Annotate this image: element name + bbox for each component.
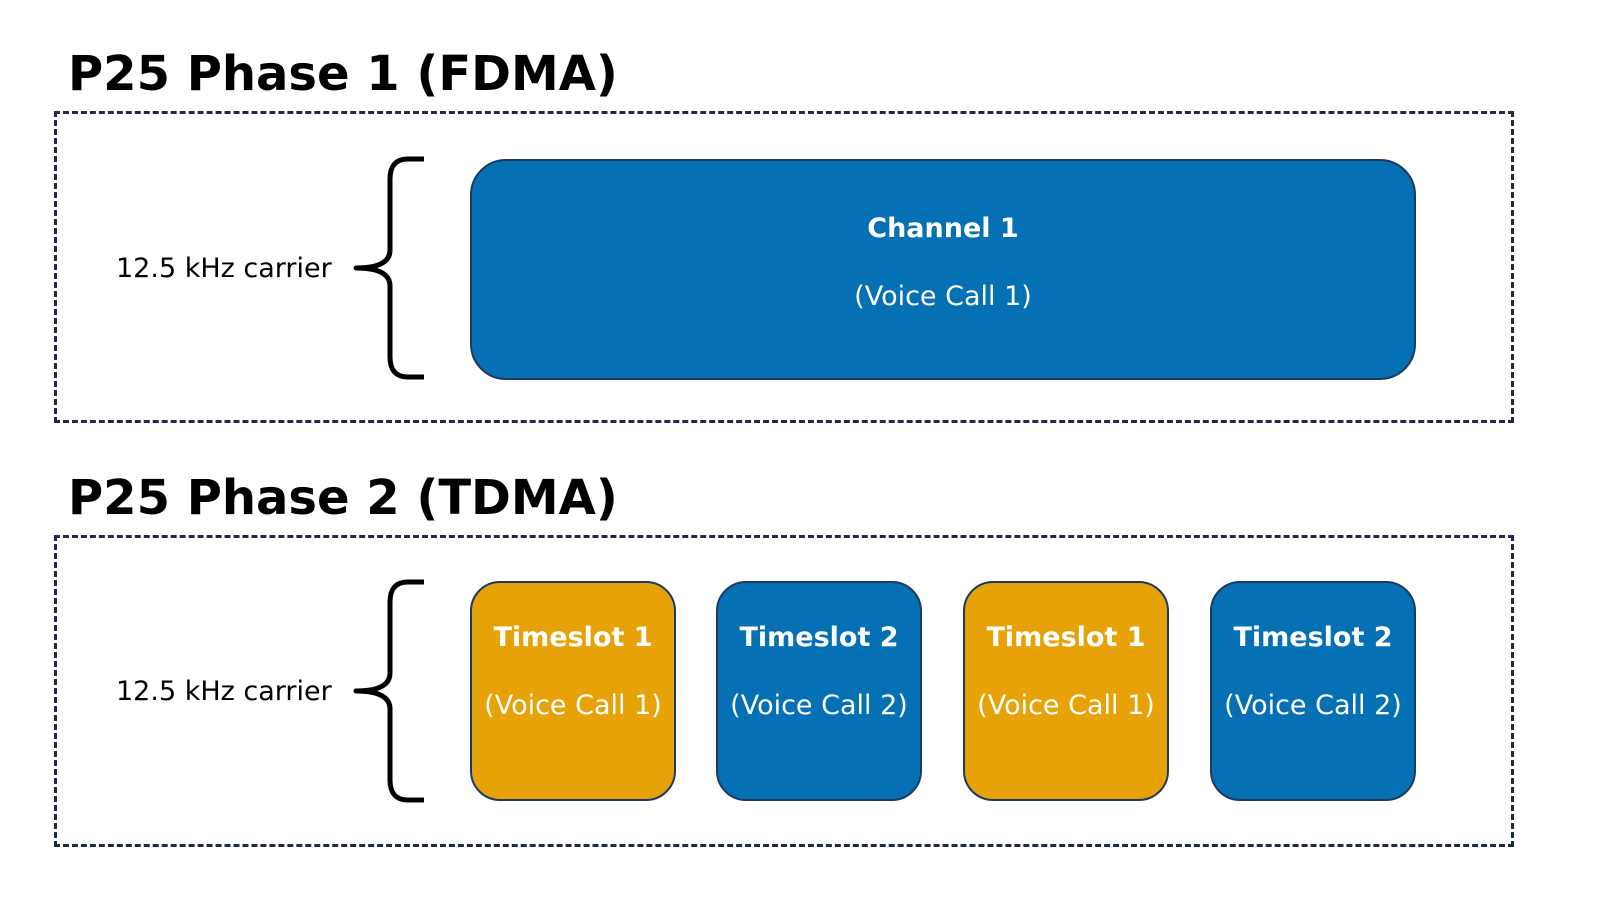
timeslot-title: Timeslot 2 [1233, 622, 1393, 653]
phase2-brace-icon [353, 579, 424, 803]
phase2-frame [54, 535, 1514, 847]
phase2-carrier-label: 12.5 kHz carrier [116, 676, 332, 707]
channel-subtitle: (Voice Call 1) [854, 281, 1032, 312]
timeslot-subtitle: (Voice Call 2) [730, 690, 908, 721]
channel-block: Channel 1 (Voice Call 1) [470, 159, 1416, 380]
timeslot-block: Timeslot 1 (Voice Call 1) [963, 581, 1169, 801]
timeslot-title: Timeslot 1 [493, 622, 653, 653]
timeslot-subtitle: (Voice Call 1) [977, 690, 1155, 721]
phase2-title: P25 Phase 2 (TDMA) [68, 470, 618, 526]
channel-title: Channel 1 [867, 213, 1019, 244]
timeslot-subtitle: (Voice Call 2) [1224, 690, 1402, 721]
phase1-title: P25 Phase 1 (FDMA) [68, 46, 618, 102]
timeslot-block: Timeslot 1 (Voice Call 1) [470, 581, 676, 801]
timeslot-block: Timeslot 2 (Voice Call 2) [1210, 581, 1416, 801]
phase1-brace-icon [353, 156, 424, 380]
timeslot-subtitle: (Voice Call 1) [484, 690, 662, 721]
timeslot-title: Timeslot 1 [986, 622, 1146, 653]
phase1-frame [54, 111, 1514, 423]
timeslot-title: Timeslot 2 [739, 622, 899, 653]
phase1-carrier-label: 12.5 kHz carrier [116, 253, 332, 284]
timeslot-block: Timeslot 2 (Voice Call 2) [716, 581, 922, 801]
